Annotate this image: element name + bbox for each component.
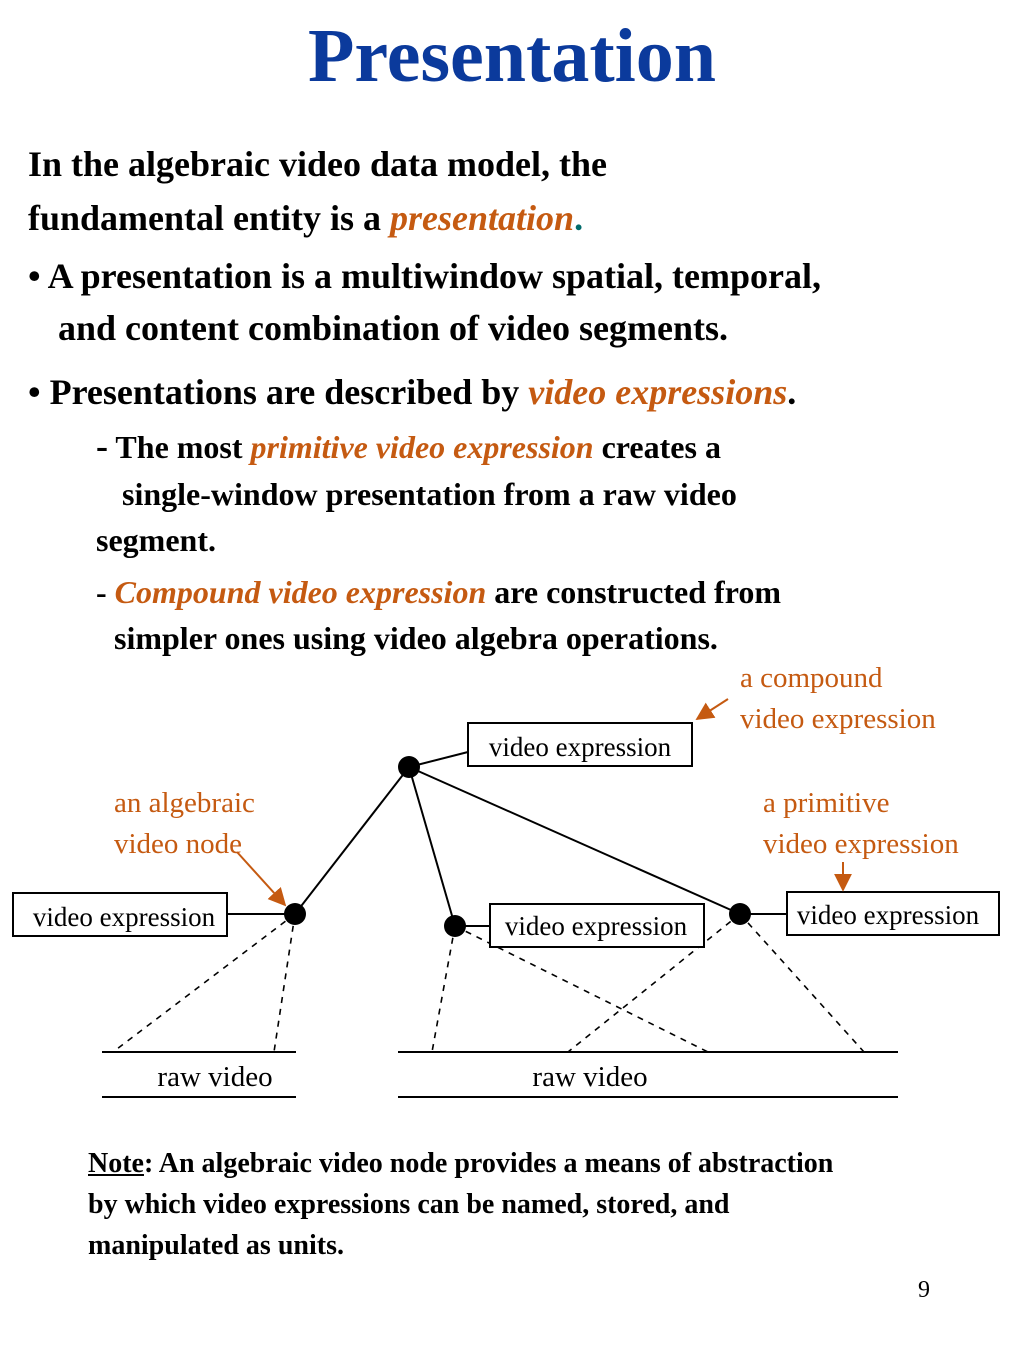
annotation-node-line-1: an algebraic bbox=[114, 787, 255, 819]
note-line-2: by which video expressions can be named,… bbox=[88, 1189, 730, 1220]
slide-title: Presentation bbox=[307, 14, 717, 98]
annotation-compound-line-2: video expression bbox=[740, 703, 936, 735]
subbullet-1-term: primitive video expression bbox=[250, 429, 594, 465]
edge-root-right bbox=[408, 766, 741, 915]
bullet-2-term: video expressions bbox=[528, 372, 788, 412]
subbullet-2-line-2: simpler ones using video algebra operati… bbox=[114, 620, 718, 656]
node-middle bbox=[444, 915, 466, 937]
raw-video-right-label: raw video bbox=[532, 1061, 647, 1093]
note-text-1: : An algebraic video node provides a mea… bbox=[143, 1148, 834, 1179]
subbullet-marker: - bbox=[96, 426, 108, 466]
bullet-1-line-1: • A presentation is a multiwindow spatia… bbox=[28, 250, 821, 302]
edge-root-left bbox=[294, 766, 410, 915]
note-label: Note bbox=[88, 1148, 144, 1179]
node-right bbox=[729, 903, 751, 925]
intro-line-2: fundamental entity is a presentation. bbox=[28, 192, 583, 244]
dashed-right-a bbox=[567, 913, 741, 1053]
bullet-2-prefix: Presentations are described by bbox=[49, 372, 529, 412]
page-number: 9 bbox=[918, 1277, 930, 1303]
arrow-compound bbox=[695, 698, 729, 720]
annotation-compound-line-1: a compound bbox=[740, 662, 883, 694]
note-line-1: Note: An algebraic video node provides a… bbox=[88, 1143, 833, 1184]
annotation-primitive-line-2: video expression bbox=[763, 828, 959, 860]
box-root-label: video expression bbox=[489, 732, 672, 762]
dashed-middle-a bbox=[431, 925, 456, 1053]
bullet-2-suffix: . bbox=[787, 372, 797, 412]
box-right bbox=[786, 891, 1000, 936]
bullet-1-line-2: and content combination of video segment… bbox=[58, 308, 729, 348]
box-left-label: video expression bbox=[33, 902, 216, 932]
subbullet-2-line-1: - Compound video expression are construc… bbox=[96, 569, 781, 615]
subbullet-1-line-2: single-window presentation from a raw vi… bbox=[122, 476, 737, 512]
bullet-2: • Presentations are described by video e… bbox=[28, 366, 796, 418]
dashed-left-b bbox=[273, 913, 296, 1053]
intro-term-presentation: presentation bbox=[390, 198, 575, 238]
node-root bbox=[398, 756, 420, 778]
subbullet-1-suffix: creates a bbox=[593, 429, 721, 465]
subbullet-1-line-3: segment. bbox=[96, 522, 216, 558]
subbullet-2-suffix: are constructed from bbox=[486, 574, 781, 610]
bullet-marker: • bbox=[28, 256, 41, 296]
subbullet-1-prefix: The most bbox=[115, 429, 251, 465]
edge-root-middle bbox=[408, 766, 456, 927]
annotation-node-line-2: video node bbox=[114, 828, 243, 860]
intro-line-2-suffix: . bbox=[574, 198, 584, 238]
bullet-1-text: A presentation is a multiwindow spatial,… bbox=[47, 256, 822, 296]
intro-line-1: In the algebraic video data model, the bbox=[28, 144, 607, 184]
subbullet-1-line-1: - The most primitive video expression cr… bbox=[96, 423, 721, 470]
box-right-label: video expression bbox=[797, 900, 980, 930]
box-middle bbox=[489, 903, 705, 948]
subbullet-marker: - bbox=[96, 574, 115, 610]
intro-line-2-prefix: fundamental entity is a bbox=[28, 198, 391, 238]
box-middle-label: video expression bbox=[505, 911, 688, 941]
dashed-left-a bbox=[112, 913, 296, 1053]
box-left bbox=[12, 892, 228, 937]
raw-video-left-label: raw video bbox=[157, 1061, 272, 1093]
bullet-marker: • bbox=[28, 372, 41, 412]
node-left bbox=[284, 903, 306, 925]
box-root bbox=[467, 722, 693, 767]
subbullet-2-term: Compound video expression bbox=[114, 574, 487, 610]
annotation-primitive-line-1: a primitive bbox=[763, 787, 890, 819]
note-line-3: manipulated as units. bbox=[88, 1230, 344, 1261]
arrow-node bbox=[236, 851, 287, 907]
